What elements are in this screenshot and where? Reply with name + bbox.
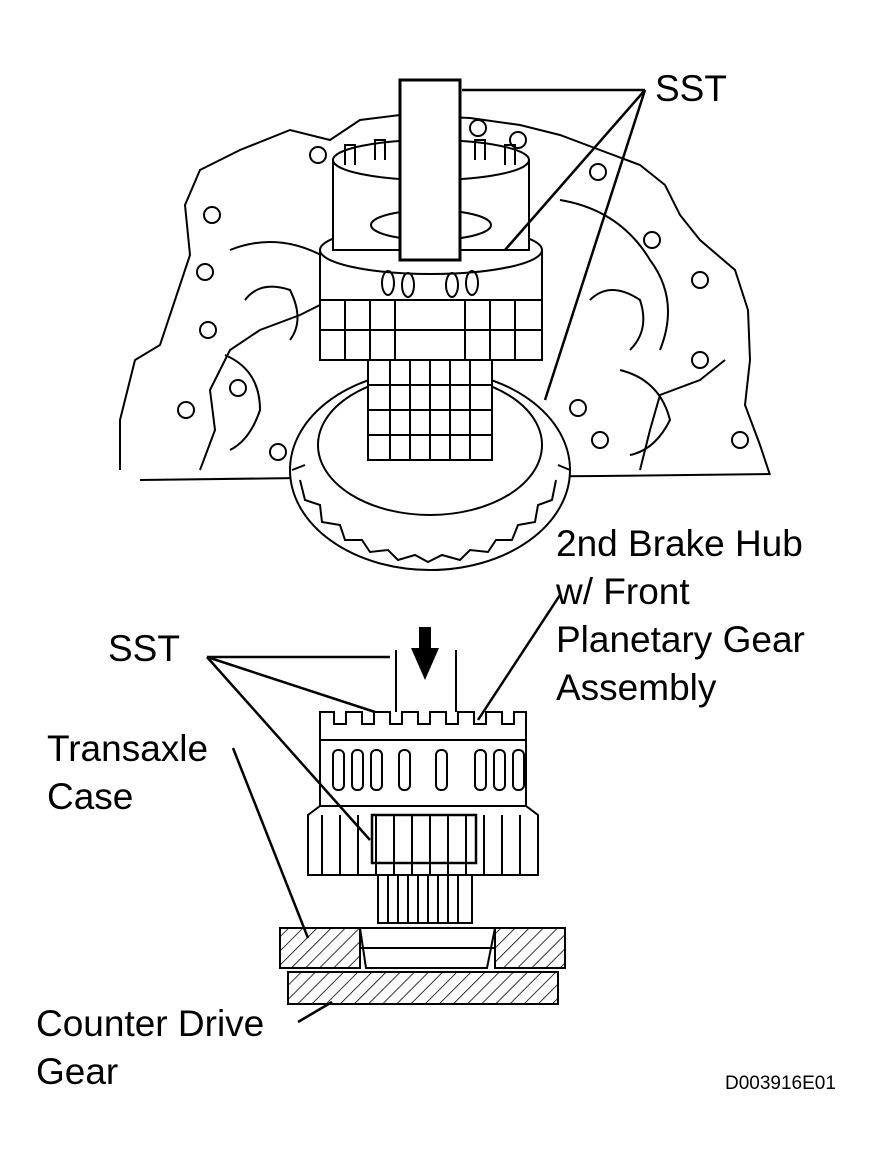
brake-hub-label-line-2: w/ Front xyxy=(556,571,690,612)
sst-shaft-bottom xyxy=(395,650,457,712)
install-arrow xyxy=(411,627,439,680)
brake-hub-bottom xyxy=(307,711,539,924)
brake-hub-label-line-4: Assembly xyxy=(556,667,717,708)
brake-hub-label-line-3: Planetary Gear xyxy=(556,619,805,660)
sst-bottom-label: SST xyxy=(108,628,180,669)
sst-top-label: SST xyxy=(655,68,727,109)
transaxle-case-label-line-1: Transaxle xyxy=(47,728,209,769)
brake-hub-top xyxy=(319,139,543,461)
brake-hub-label: 2nd Brake Hub w/ Front Planetary Gear As… xyxy=(556,520,805,712)
transaxle-case-section xyxy=(279,927,566,969)
counter-drive-gear-label-line-1: Counter Drive xyxy=(36,1003,265,1044)
case-bolt-holes xyxy=(177,119,749,461)
counter-drive-gear-label: Counter Drive Gear xyxy=(36,1000,264,1096)
figure-code: D003916E01 xyxy=(725,1073,836,1094)
sst-shaft-top xyxy=(398,78,462,262)
transaxle-case-label-line-2: Case xyxy=(47,776,134,817)
label-leaders xyxy=(206,594,562,1024)
sst-top-leaders xyxy=(462,88,647,401)
counter-drive-gear-top xyxy=(289,369,571,571)
transaxle-case-label: Transaxle Case xyxy=(47,725,208,821)
transaxle-case-outline xyxy=(119,113,771,481)
brake-hub-label-line-1: 2nd Brake Hub xyxy=(556,523,803,564)
counter-drive-gear-label-line-2: Gear xyxy=(36,1051,119,1092)
counter-drive-gear-section xyxy=(287,971,559,1005)
